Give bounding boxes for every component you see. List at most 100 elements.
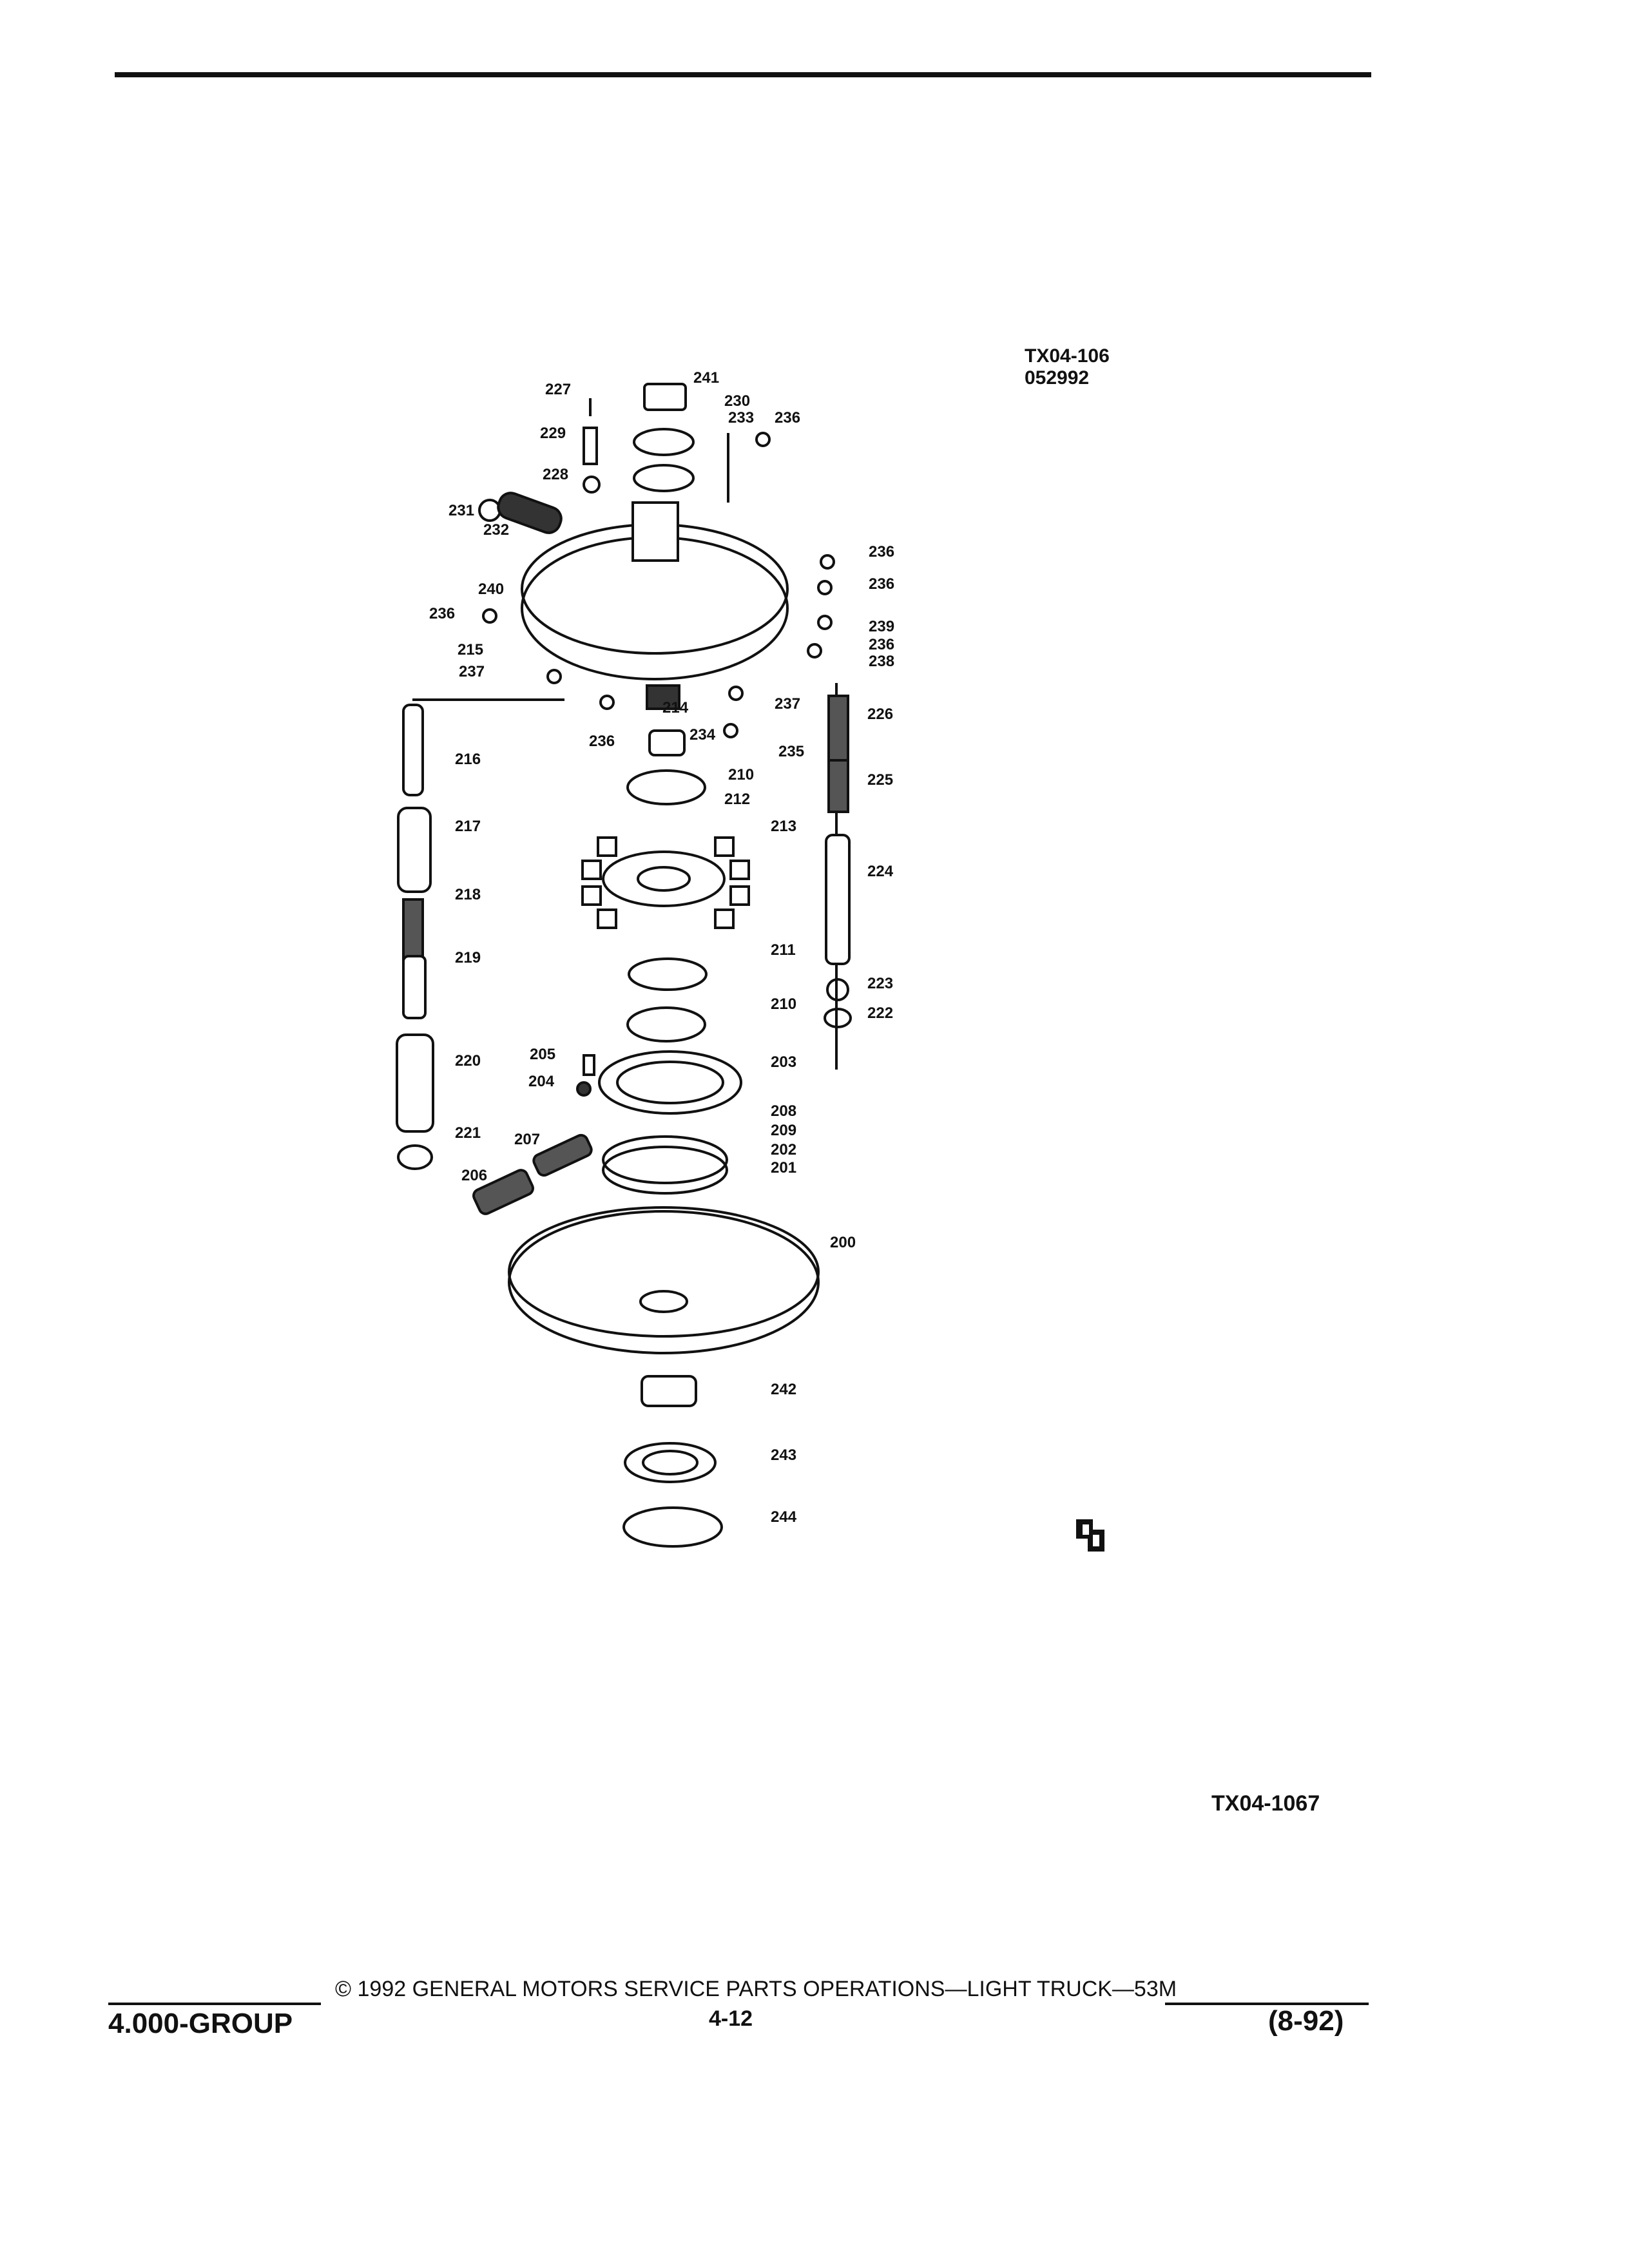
part-243 [624, 1442, 717, 1483]
figure-id: TX04-106 [1025, 345, 1110, 367]
part-200-top [508, 1206, 820, 1338]
footer-group: 4.000-GROUP [108, 2008, 293, 2039]
part-210b [626, 1006, 706, 1043]
callout-236-d: 236 [869, 636, 894, 653]
callout-213: 213 [771, 818, 796, 835]
callout-237-a: 237 [459, 663, 485, 680]
footer-rule-right [1165, 2003, 1369, 2005]
callout-221: 221 [455, 1124, 481, 1142]
part-207 [532, 1133, 593, 1177]
part-220 [396, 1033, 434, 1133]
footer-page-number: 4-12 [709, 2006, 753, 2031]
part-244 [622, 1506, 723, 1548]
figure-date: 052992 [1025, 367, 1090, 389]
callout-222: 222 [867, 1004, 893, 1022]
callout-202: 202 [771, 1141, 796, 1158]
figure-id-bottom: TX04-1067 [1211, 1791, 1320, 1816]
callout-labels: 241 227 230 233 236 229 228 231 232 240 … [429, 369, 894, 1526]
vane-6 [729, 885, 750, 906]
part-204 [576, 1081, 592, 1097]
callout-240: 240 [478, 581, 504, 598]
part-228 [583, 476, 601, 494]
part-202 [602, 1135, 728, 1184]
vane-4 [729, 860, 750, 880]
part-225 [827, 759, 849, 813]
part-234 [648, 729, 686, 756]
callout-210-b: 210 [771, 995, 796, 1013]
callout-215: 215 [458, 641, 483, 658]
callout-208: 208 [771, 1102, 796, 1120]
callout-238: 238 [869, 653, 894, 670]
part-217 [397, 807, 432, 893]
part-201 [602, 1146, 728, 1195]
callout-210-a: 210 [728, 766, 754, 783]
part-224 [825, 834, 851, 965]
callout-228: 228 [543, 466, 568, 483]
part-230b [633, 464, 695, 492]
callout-204: 204 [528, 1073, 555, 1090]
callout-220: 220 [455, 1052, 481, 1070]
part-226 [827, 695, 849, 768]
part-223 [826, 978, 849, 1001]
plug-235 [723, 723, 738, 738]
callout-226: 226 [867, 706, 893, 723]
callout-227: 227 [545, 381, 571, 398]
vane-8 [714, 908, 735, 929]
callout-209: 209 [771, 1122, 796, 1139]
part-222 [824, 1008, 852, 1028]
plug-236e [482, 608, 497, 624]
part-242 [641, 1375, 697, 1407]
callout-203: 203 [771, 1053, 796, 1071]
part-214 [646, 684, 680, 710]
callout-236-c: 236 [429, 605, 455, 622]
part-212-center [637, 866, 691, 892]
part-232 [497, 492, 563, 534]
plug-236a [820, 554, 835, 570]
part-211 [628, 957, 708, 991]
part-215-hub [631, 501, 679, 562]
plug-236b [817, 580, 833, 595]
vane-7 [597, 908, 617, 929]
callout-212: 212 [724, 791, 750, 808]
part-230a [633, 428, 695, 456]
callout-235: 235 [778, 743, 804, 760]
callout-224: 224 [867, 863, 894, 880]
callout-225: 225 [867, 771, 893, 789]
callout-201: 201 [771, 1159, 796, 1177]
callout-219: 219 [455, 949, 481, 966]
callout-236-a: 236 [869, 543, 894, 561]
callout-242: 242 [771, 1381, 796, 1398]
callout-207: 207 [514, 1131, 540, 1148]
part-229 [583, 427, 598, 465]
callout-236-top: 236 [775, 409, 800, 427]
callout-206: 206 [461, 1167, 487, 1184]
callout-239: 239 [869, 618, 894, 635]
callout-211: 211 [771, 941, 796, 959]
footer-revision: (8-92) [1268, 2005, 1344, 2037]
part-219 [402, 955, 427, 1019]
callout-217: 217 [455, 818, 481, 835]
plug-236d [755, 432, 771, 447]
callout-232: 232 [483, 521, 509, 539]
part-210a [626, 769, 706, 805]
part-203-inner [616, 1061, 724, 1104]
vane-2 [714, 836, 735, 857]
plug-236c [807, 643, 822, 658]
part-212 [602, 850, 726, 907]
plug-237a [546, 669, 562, 684]
part-243-inner [642, 1450, 699, 1475]
part-216 [402, 704, 424, 796]
part-221 [397, 1144, 433, 1170]
part-205 [583, 1054, 595, 1076]
callout-236-e: 236 [589, 733, 615, 750]
footer-copyright: © 1992 GENERAL MOTORS SERVICE PARTS OPER… [335, 1977, 1177, 2001]
plug-237b [728, 686, 744, 701]
callout-205: 205 [530, 1046, 555, 1063]
callout-233: 233 [728, 409, 754, 427]
callout-230: 230 [724, 392, 750, 410]
callout-244: 244 [771, 1508, 797, 1526]
part-200-bore [639, 1290, 688, 1313]
callout-223: 223 [867, 975, 893, 992]
